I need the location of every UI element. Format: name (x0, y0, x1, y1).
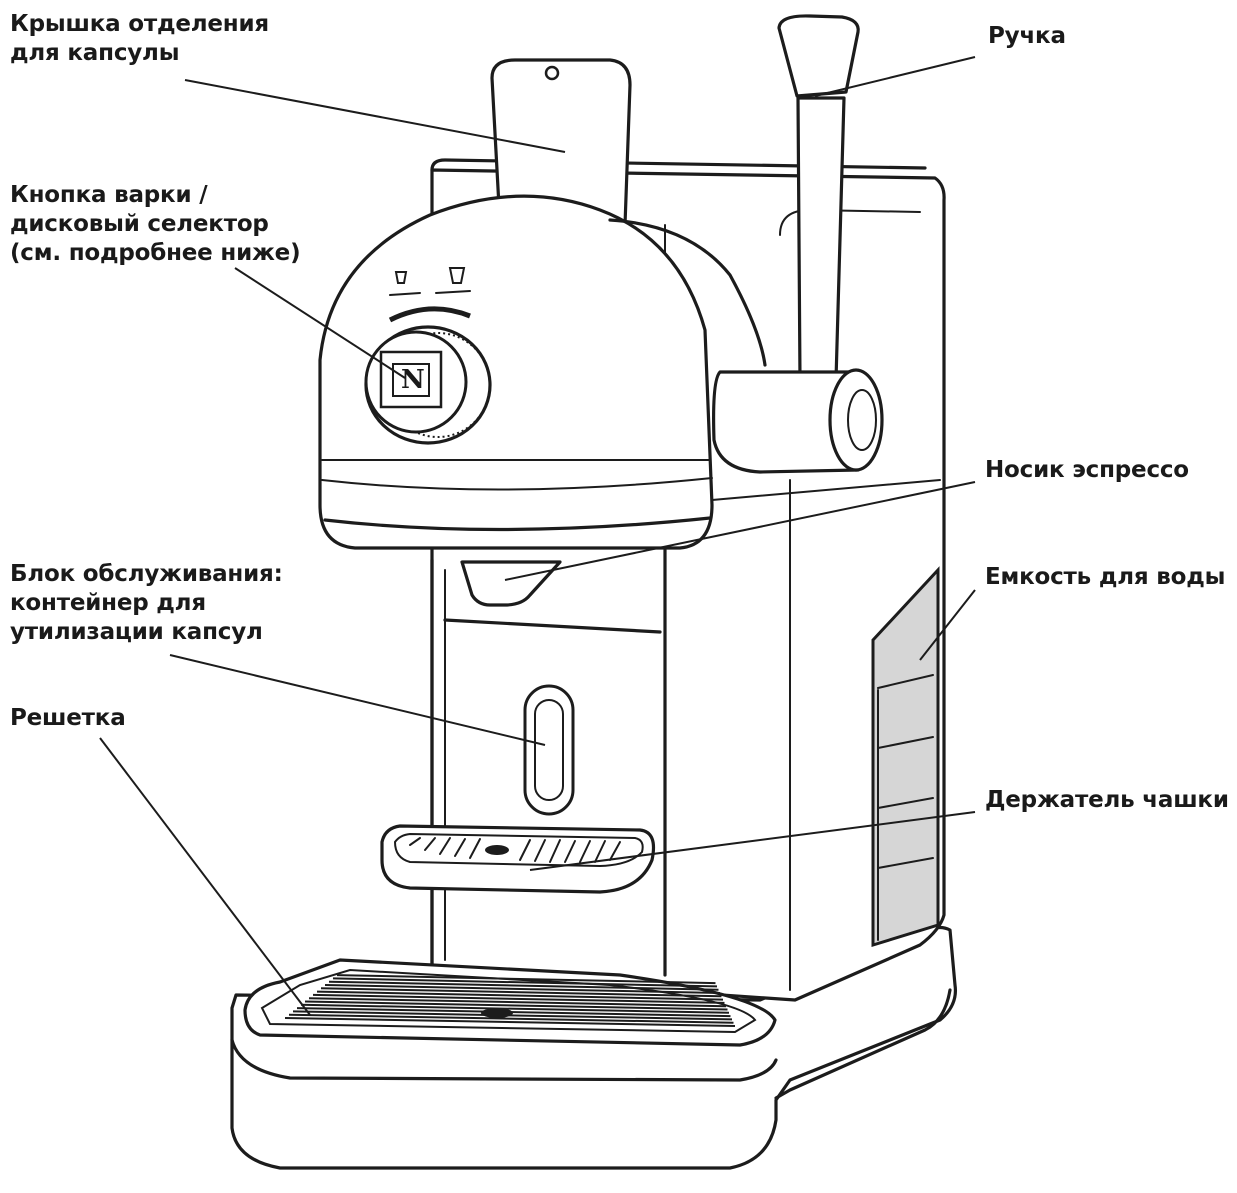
grille-bar (304, 1000, 728, 1011)
water-tank (871, 566, 940, 948)
label-service-block: Блок обслуживания: контейнер для утилиза… (10, 561, 283, 645)
service-block-shape (430, 548, 667, 977)
label-cup-holder: Держатель чашки (985, 787, 1229, 813)
leader-lines (99, 56, 976, 1016)
grille-bar (332, 977, 718, 988)
grille-bar (312, 993, 725, 1004)
cup-size-icons (388, 267, 471, 323)
drip-grille-shape (243, 958, 777, 1047)
nespresso-logo-letter: N (401, 365, 425, 395)
label-water-tank: Емкость для воды (985, 564, 1226, 590)
cup-holder-shape (380, 824, 656, 894)
capsule-lid (490, 58, 632, 227)
grille-bar (316, 990, 724, 1001)
grille-bar (324, 984, 721, 994)
grille-bar (288, 1013, 734, 1024)
grille-bar (284, 1017, 736, 1027)
label-brew-button: Кнопка варки / дисковый селектор (см. по… (10, 182, 301, 266)
grille-bars (284, 974, 736, 1027)
grille-bar (292, 1010, 733, 1021)
label-handle: Ручка (988, 23, 1066, 49)
grille-bar (308, 997, 727, 1008)
grille-bar (320, 987, 722, 998)
label-capsule-lid: Крышка отделения для капсулы (10, 11, 269, 66)
base-body (230, 925, 958, 1170)
grille-bar (300, 1003, 730, 1014)
brew-head (318, 194, 941, 550)
grille-bar (328, 980, 719, 991)
label-grille: Решетка (10, 705, 126, 731)
handle-lever (712, 14, 884, 474)
grille-bar (296, 1007, 731, 1018)
grille-bar (336, 974, 716, 985)
label-espresso-spout: Носик эспрессо (985, 457, 1189, 483)
brew-dial (364, 325, 492, 445)
